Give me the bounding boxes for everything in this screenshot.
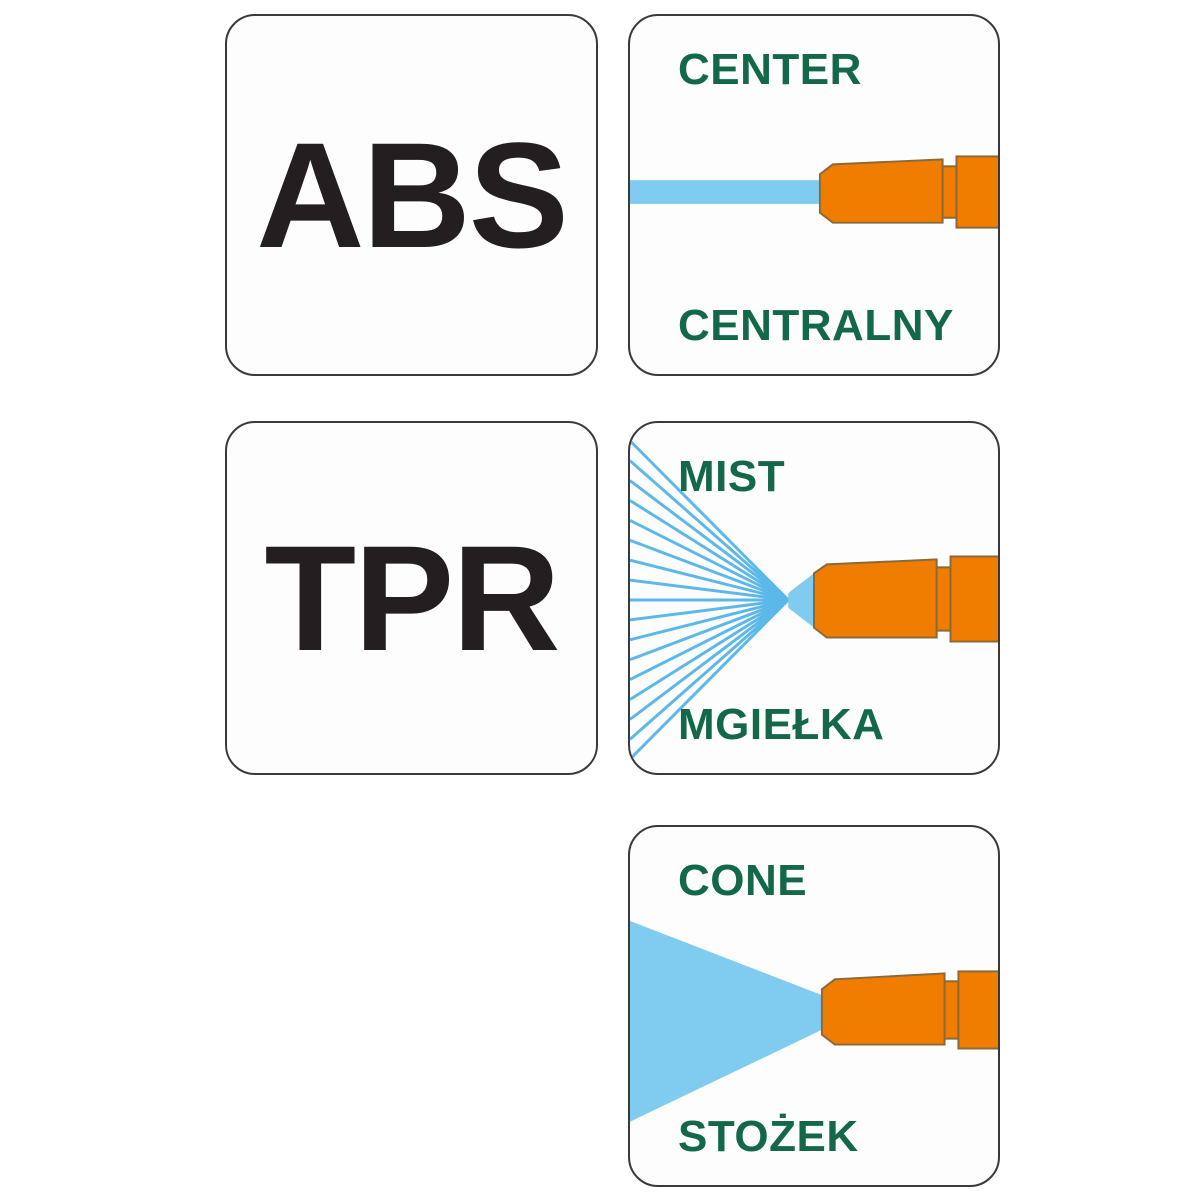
panel-spray-cone[interactable]: CONE STOŻEK — [628, 825, 1000, 1187]
nozzle-icon — [813, 555, 998, 643]
mist-line — [630, 598, 790, 701]
mist-line — [630, 459, 790, 602]
nozzle-icon — [818, 155, 998, 229]
material-label-tpr: TPR — [264, 514, 561, 682]
mist-line — [630, 499, 790, 602]
mist-line — [630, 598, 789, 662]
nozzle-groove — [941, 165, 958, 219]
spray-label-center-pl: CENTRALNY — [678, 301, 954, 350]
mist-line-group — [630, 439, 790, 761]
panel-material-abs[interactable]: ABS — [225, 14, 598, 376]
spray-pattern-mist-icon — [630, 439, 998, 761]
mist-line — [630, 598, 790, 761]
mist-line — [630, 598, 789, 642]
panel-material-tpr[interactable]: TPR — [225, 421, 598, 775]
mist-line — [630, 598, 789, 681]
spray-label-mist-pl: MGIEŁKA — [678, 700, 885, 749]
nozzle-collar — [949, 555, 998, 643]
mist-line — [630, 519, 789, 602]
panel-spray-center[interactable]: CENTER CENTRALNY — [628, 14, 1000, 376]
mist-line — [630, 598, 790, 721]
nozzle-cone-body — [818, 158, 944, 224]
mist-line — [630, 479, 790, 602]
nozzle-cone-body — [820, 972, 946, 1046]
nozzle-icon — [820, 970, 998, 1050]
spray-label-cone-en: CONE — [678, 856, 808, 905]
water-cone-solid — [630, 920, 822, 1122]
mist-converge-wedge — [788, 573, 814, 628]
water-jet-straight — [630, 180, 822, 204]
nozzle-cone-body — [813, 558, 938, 639]
mist-line — [630, 538, 789, 602]
spray-label-cone-pl: STOŻEK — [678, 1112, 859, 1161]
material-label-abs: ABS — [256, 111, 569, 279]
nozzle-collar — [955, 155, 998, 229]
nozzle-groove — [943, 980, 960, 1040]
nozzle-collar — [957, 970, 998, 1050]
spray-pattern-center-icon — [630, 155, 998, 229]
nozzle-groove — [935, 566, 952, 632]
panel-spray-mist[interactable]: MIST MGIEŁKA — [628, 421, 1000, 775]
mist-line — [630, 578, 789, 602]
spray-label-mist-en: MIST — [678, 452, 786, 501]
spray-label-center-en: CENTER — [678, 45, 862, 94]
mist-line — [630, 439, 790, 602]
mist-line — [630, 598, 789, 622]
spray-pattern-cone-icon — [630, 920, 998, 1122]
mist-line — [630, 598, 790, 741]
mist-line — [630, 558, 789, 602]
